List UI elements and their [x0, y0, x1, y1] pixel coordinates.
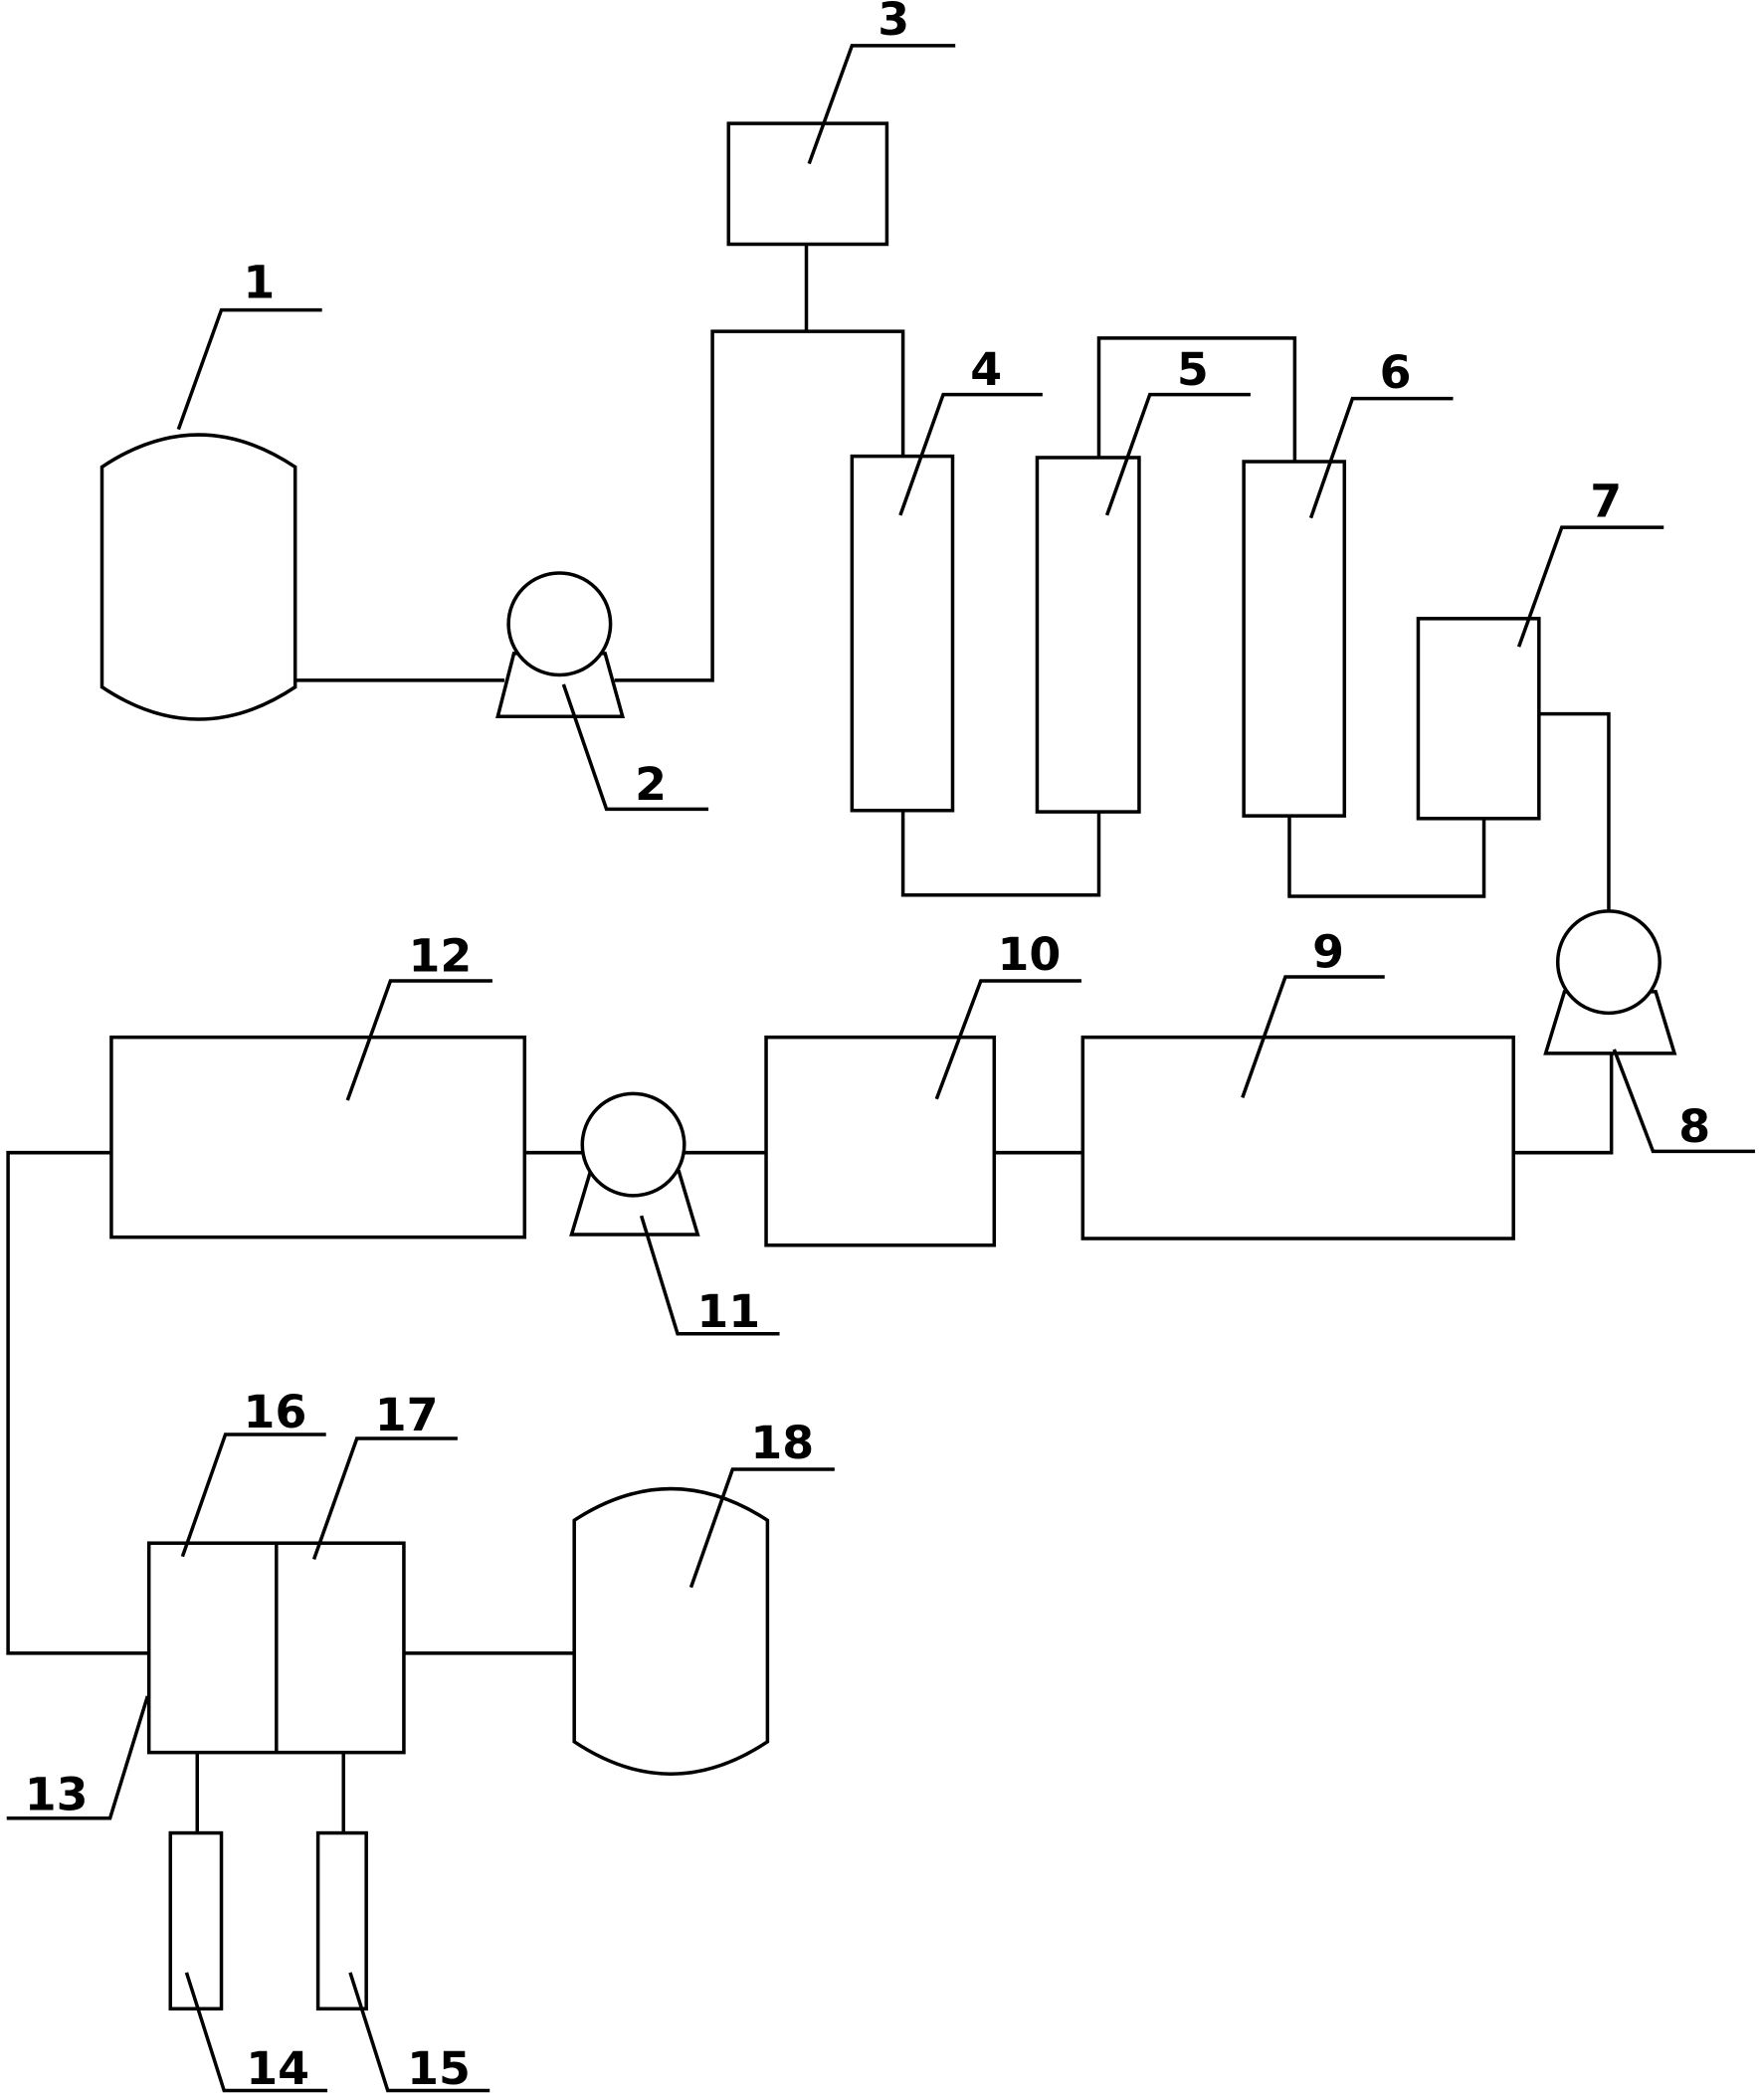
pump-2	[495, 571, 626, 719]
cylinder-15	[315, 1830, 368, 2011]
unit-12	[109, 1035, 527, 1240]
label-4: 4	[970, 342, 1002, 396]
pump-8	[1543, 909, 1677, 1055]
column-5	[1035, 456, 1141, 814]
label-5: 5	[1177, 342, 1209, 396]
label-14: 14	[246, 2041, 309, 2095]
label-16: 16	[244, 1385, 307, 1438]
label-11: 11	[696, 1284, 760, 1338]
label-18: 18	[750, 1416, 814, 1469]
column-6	[1242, 460, 1347, 818]
unit-9	[1080, 1035, 1515, 1241]
label-7: 7	[1590, 474, 1622, 527]
label-13: 13	[25, 1768, 89, 1821]
tank-18	[572, 1486, 770, 1776]
label-1: 1	[243, 255, 275, 308]
label-2: 2	[635, 757, 667, 811]
label-6: 6	[1380, 345, 1412, 399]
box-7	[1416, 617, 1541, 821]
tank-1	[99, 433, 297, 721]
pump-11	[569, 1091, 700, 1237]
leader-lines	[6, 44, 1755, 2093]
label-10: 10	[997, 927, 1061, 981]
label-3: 3	[878, 0, 909, 46]
label-12: 12	[408, 929, 472, 983]
label-15: 15	[407, 2041, 471, 2095]
cylinder-14	[168, 1830, 224, 2011]
label-8: 8	[1678, 1099, 1710, 1153]
unit-10	[764, 1035, 997, 1247]
unit-13	[146, 1541, 406, 1755]
number-labels: 1 2 3 4 5 6 7 8 9 10 11 12 13 14 15 16 1…	[25, 0, 1710, 2095]
label-9: 9	[1312, 925, 1344, 979]
label-17: 17	[375, 1388, 439, 1441]
pipelines	[6, 244, 1614, 1833]
box-3	[726, 121, 889, 247]
